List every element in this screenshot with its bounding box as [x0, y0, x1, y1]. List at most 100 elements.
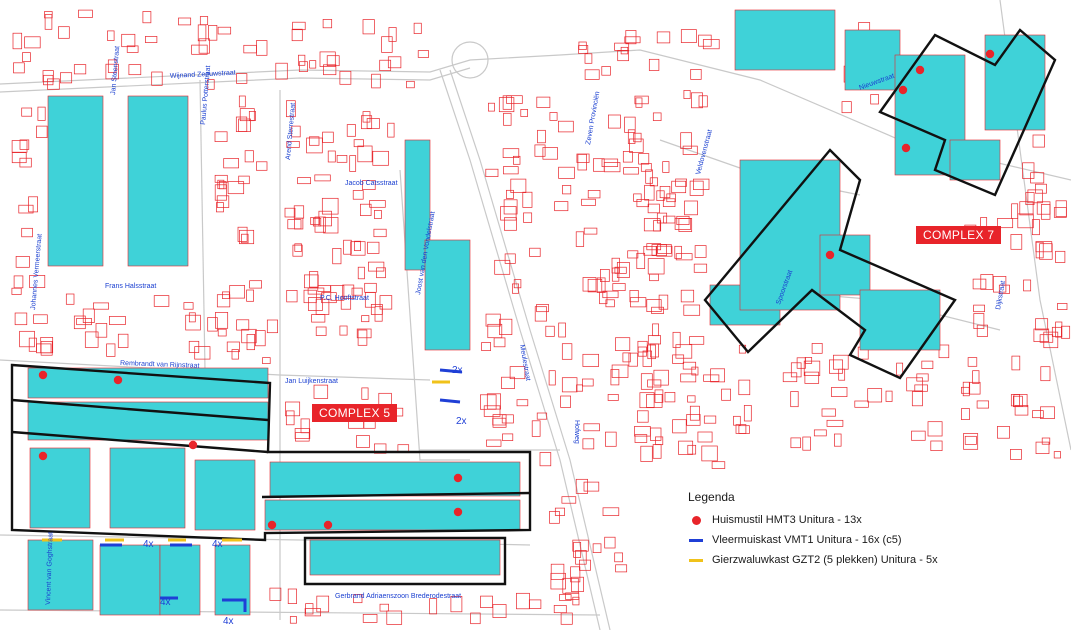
building-outline [343, 239, 352, 255]
building-outline [366, 118, 380, 129]
building-outline [256, 161, 268, 171]
building-outline [738, 379, 751, 396]
building-outline [565, 592, 580, 600]
housing-block [27, 401, 269, 441]
building-outline [309, 136, 320, 146]
building-outline [406, 80, 415, 89]
building-outline [1014, 405, 1029, 416]
building-outline [637, 346, 647, 357]
yellow-line-icon [688, 552, 704, 568]
building-outline [502, 95, 512, 110]
building-outline [1010, 234, 1023, 250]
building-outline [502, 148, 520, 158]
building-outline [361, 115, 373, 130]
building-outline [93, 302, 109, 310]
building-outline [368, 261, 385, 272]
building-outline [488, 102, 495, 112]
building-outline [584, 53, 593, 64]
building-outline [381, 36, 393, 53]
building-outline [831, 387, 848, 397]
building-outline [650, 427, 662, 441]
building-outline [637, 340, 648, 353]
building-outline [357, 266, 365, 280]
building-outline [614, 42, 630, 51]
building-outline [300, 418, 310, 434]
building-outline [353, 139, 364, 148]
building-outline [601, 66, 611, 76]
building-outline [558, 166, 575, 179]
building-outline [504, 217, 517, 231]
building-outline [121, 33, 136, 48]
building-outline [615, 564, 628, 573]
building-outline [502, 433, 514, 441]
building-outline [634, 434, 648, 443]
building-outline [286, 141, 300, 148]
building-outline [323, 217, 339, 234]
road-line [0, 609, 601, 616]
count-label: 2x [456, 416, 467, 427]
street-label: Jan Steenstraat [110, 46, 121, 96]
building-outline [1035, 183, 1047, 194]
building-outline [577, 154, 587, 171]
building-outline [12, 32, 23, 50]
building-outline [657, 244, 672, 254]
building-outline [998, 284, 1010, 294]
building-outline [582, 378, 594, 387]
building-outline [199, 16, 209, 26]
housing-block [269, 461, 521, 497]
building-outline [362, 19, 375, 35]
building-outline [927, 421, 943, 437]
building-outline [494, 259, 511, 275]
building-outline [550, 563, 565, 580]
building-outline [239, 108, 255, 122]
building-outline [649, 177, 658, 187]
building-outline [222, 291, 230, 299]
building-outline [578, 41, 587, 50]
complex-5-border [10, 363, 532, 542]
building-outline [1011, 355, 1021, 371]
building-outline [653, 220, 662, 232]
huismus-dot [323, 520, 333, 530]
building-outline [29, 275, 46, 288]
building-outline [506, 95, 523, 104]
building-outline [640, 445, 653, 462]
building-outline [248, 111, 256, 121]
building-outline [587, 190, 601, 199]
building-outline [40, 341, 53, 356]
building-outline [967, 357, 978, 367]
building-outline [309, 271, 319, 288]
building-outline [602, 290, 619, 299]
building-outline [327, 150, 336, 163]
building-outline [76, 318, 92, 326]
building-outline [624, 36, 641, 44]
building-outline [633, 132, 642, 143]
building-outline [605, 299, 615, 308]
building-outline [231, 349, 239, 360]
building-outline [582, 277, 597, 292]
housing-block [27, 367, 269, 399]
building-outline [976, 400, 989, 409]
building-outline [921, 360, 934, 369]
building-outline [549, 112, 558, 121]
building-outline [506, 189, 514, 199]
building-outline [645, 169, 653, 184]
building-outline [227, 181, 245, 195]
housing-block [29, 447, 91, 529]
building-outline [561, 377, 578, 393]
building-outline [644, 184, 655, 201]
building-outline [689, 336, 705, 345]
building-outline [1055, 200, 1067, 217]
building-outline [703, 415, 717, 424]
housing-block [264, 499, 521, 531]
building-outline [542, 147, 558, 160]
building-outline [531, 420, 541, 437]
building-outline [294, 428, 311, 439]
building-outline [342, 284, 355, 299]
building-outline [503, 112, 512, 126]
building-outline [906, 377, 923, 392]
huismus-dot [825, 250, 835, 260]
building-outline [284, 207, 296, 218]
building-outline [142, 11, 152, 24]
